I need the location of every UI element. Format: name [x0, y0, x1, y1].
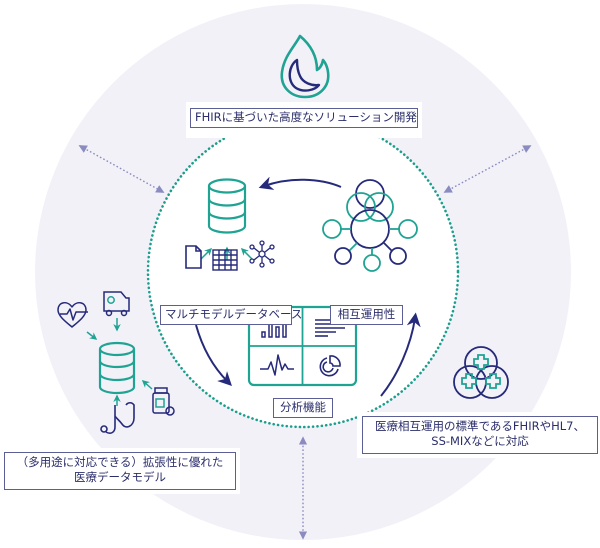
medical-crosses-venn-icon — [453, 346, 509, 399]
cycle-arrows — [195, 176, 421, 397]
pie-chart-icon — [319, 355, 341, 377]
label-data-model-line1: （多用途に対応できる）拡張性に優れた — [16, 455, 224, 469]
arrow-interop-to-db — [258, 176, 342, 190]
label-interoperability: 相互運用性 — [330, 305, 403, 325]
stethoscope-icon — [100, 401, 135, 434]
analytics-panel-icon — [247, 305, 358, 387]
label-analytics: 分析機能 — [273, 398, 333, 418]
label-standards-line1: 医療相互運用の標準であるFHIRやHL7、 — [375, 419, 585, 433]
label-standards-support: 医療相互運用の標準であるFHIRやHL7、 SS-MIXなどに対応 — [362, 416, 598, 454]
multi-model-database-icon-group — [185, 178, 275, 271]
label-fhir-solution-development: FHIRに基づいた高度なソリューション開発 — [190, 108, 418, 128]
connector-arrows — [78, 145, 532, 540]
input-arrows — [86, 318, 153, 406]
heart-rate-icon — [57, 302, 88, 328]
label-standards-line2: SS-MIXなどに対応 — [431, 434, 529, 448]
graph-network-icon — [249, 240, 275, 268]
document-icon — [185, 245, 202, 269]
arrow-analytics-to-interop — [380, 312, 421, 397]
label-data-model-line2: 医療データモデル — [74, 470, 166, 484]
table-icon — [212, 249, 238, 271]
medical-data-model-icon-group — [57, 291, 175, 434]
flame-icon — [280, 34, 330, 99]
connector-top-right — [443, 145, 532, 193]
arrow-db-to-analytics — [195, 324, 232, 386]
ambulance-icon — [103, 291, 130, 317]
database-icon — [207, 178, 247, 234]
medicine-bottle-icon — [152, 387, 175, 416]
label-multi-model-database: マルチモデルデータベース — [160, 305, 302, 325]
label-medical-data-model: （多用途に対応できる）拡張性に優れた 医療データモデル — [4, 452, 236, 490]
connector-top-left — [78, 145, 165, 193]
interoperability-network-icon — [322, 179, 418, 272]
database-icon — [98, 341, 136, 395]
waveform-icon — [260, 354, 294, 376]
